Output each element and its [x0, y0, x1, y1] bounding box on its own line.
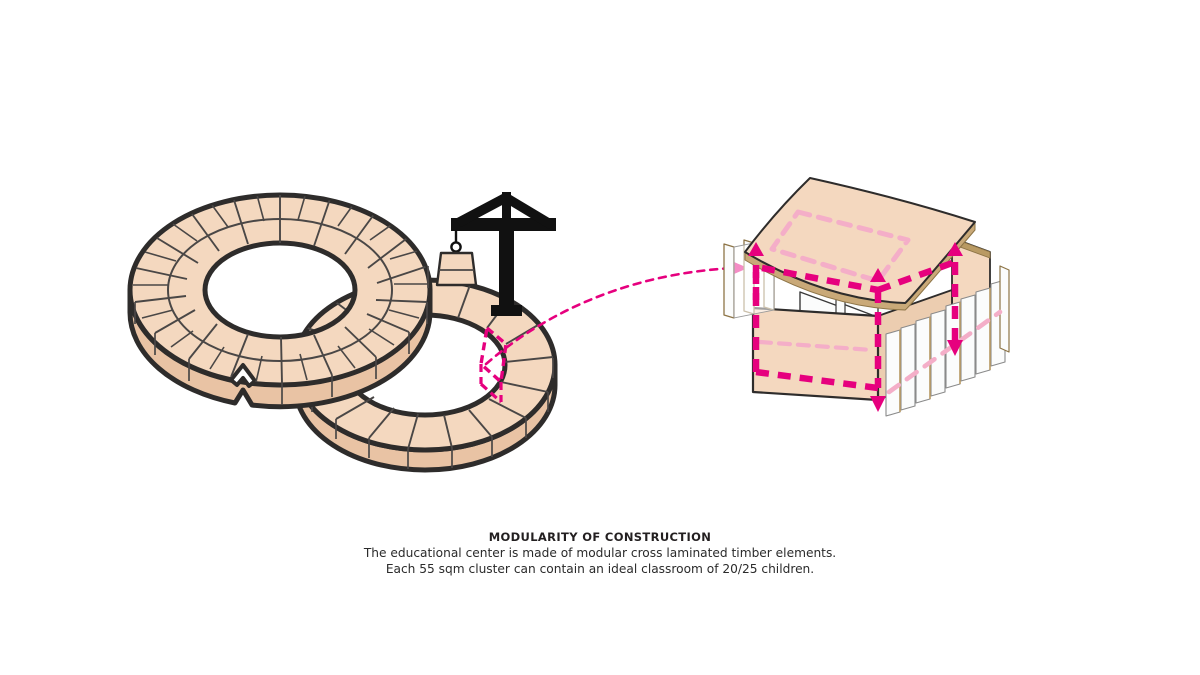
right-exploded-module-diagram	[723, 177, 1010, 417]
ring-upper-left	[127, 192, 433, 410]
timber-fin-1	[885, 329, 901, 417]
ring-a-entrance-notch	[229, 363, 257, 388]
front-left-wall-panel	[751, 306, 880, 402]
front-wall-footprint-guide	[757, 339, 875, 353]
left-double-ring-diagram	[127, 192, 558, 473]
assembly-arrowhead-up-centre	[870, 268, 886, 282]
tower-crane	[435, 192, 556, 316]
roof-footprint-guide	[769, 209, 911, 284]
caption-block: MODULARITY OF CONSTRUCTION The education…	[0, 530, 1200, 577]
timber-fin-4	[930, 309, 946, 397]
assembly-arrowheads	[748, 242, 963, 412]
ring-a-outer-row-joints	[133, 195, 429, 383]
timber-fin-3	[915, 316, 931, 404]
crane-apex-post	[502, 192, 511, 222]
roof-panel	[744, 177, 976, 311]
assembly-arrowhead-down-centre	[870, 396, 886, 412]
crane-mast	[499, 218, 514, 316]
timber-fin-9	[999, 265, 1010, 353]
roof-panel-surface	[744, 177, 976, 305]
caption-line-1: The educational center is made of modula…	[363, 546, 837, 560]
connector-dashed-curve	[484, 266, 737, 366]
glazing-panel-1	[723, 243, 735, 319]
crane-load-module	[435, 251, 478, 287]
timber-fin-2	[900, 323, 916, 411]
assembly-arrowhead-up-right	[947, 242, 963, 256]
highlight-module-depth	[479, 364, 503, 404]
crane-jib	[451, 218, 556, 231]
timber-fins	[885, 265, 1010, 417]
highlighted-cluster-module[interactable]	[479, 326, 508, 404]
assembly-arrowhead-down-right	[947, 340, 963, 356]
caption-title: MODULARITY OF CONSTRUCTION	[488, 530, 712, 544]
assembly-arrows	[752, 258, 959, 392]
highlight-module-outline	[479, 326, 508, 384]
timber-fin-7	[975, 287, 991, 375]
crane-hook-icon	[450, 241, 462, 253]
roof-guide-rect	[769, 209, 911, 284]
ring-a-module-joints	[134, 195, 429, 384]
timber-fin-6	[960, 294, 976, 382]
assembly-arrow-roof-run	[761, 264, 879, 294]
ring-a-side-joints	[134, 266, 429, 405]
assembly-arrowhead-up-left	[748, 242, 764, 256]
crane-base	[491, 305, 522, 316]
caption-line-2: Each 55 sqm cluster can contain an ideal…	[385, 561, 815, 576]
fins-footprint-guide	[886, 309, 1003, 395]
assembly-arrow-upper-right	[876, 258, 957, 294]
